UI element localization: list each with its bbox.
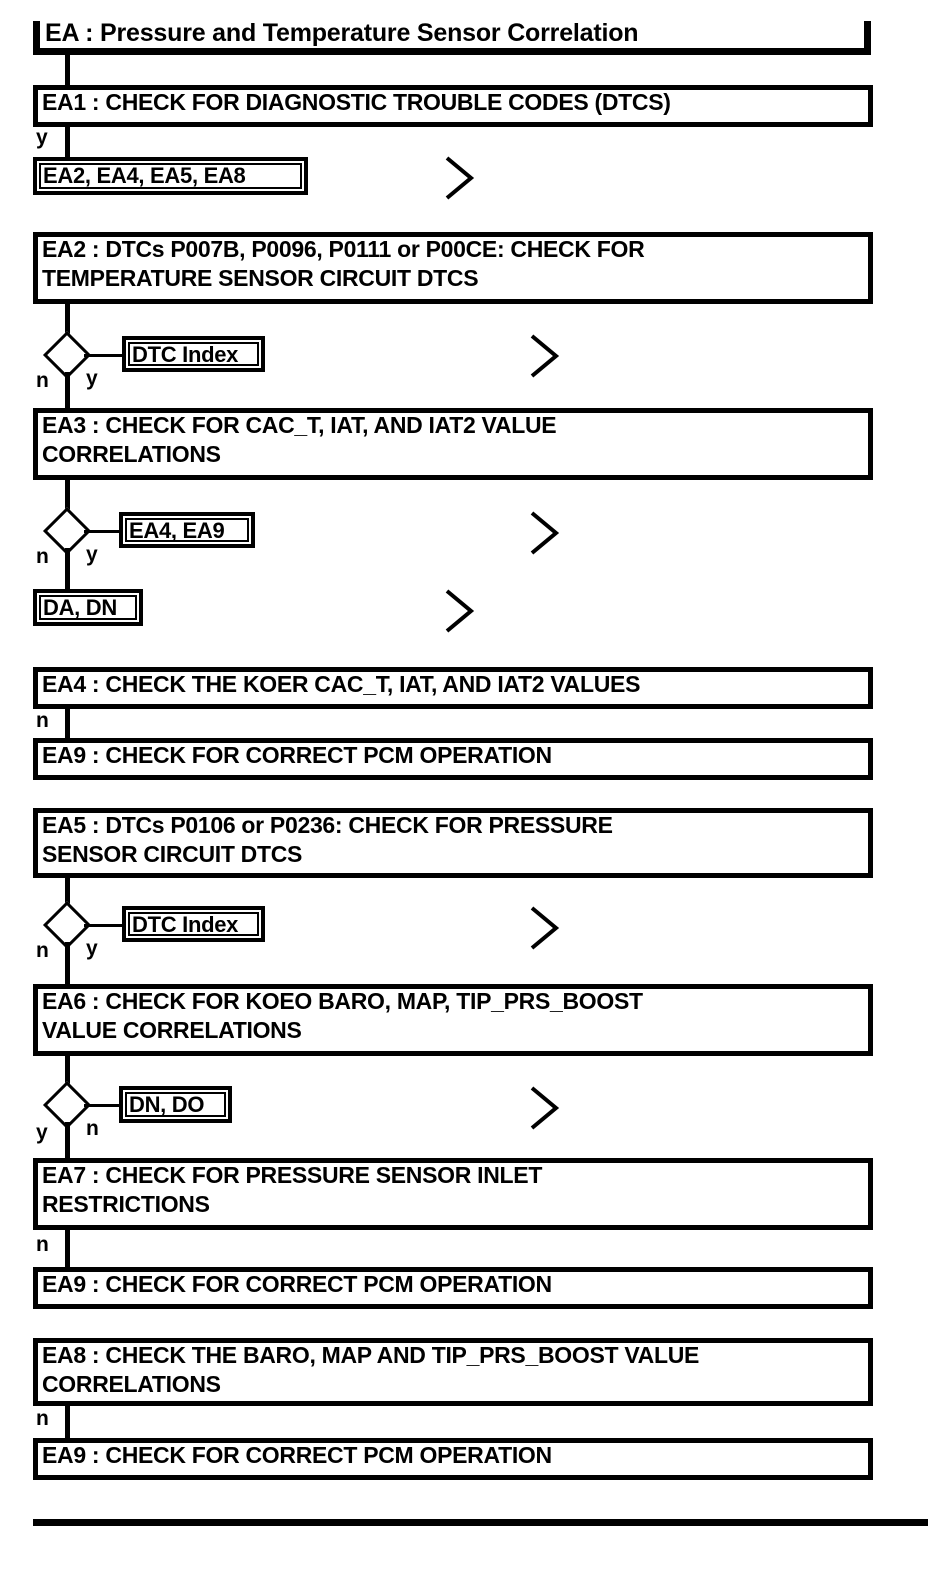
step-label-ea6: EA6 : CHECK FOR KOEO BARO, MAP, TIP_PRS_… (42, 988, 643, 1043)
page-bottom-rule (33, 1519, 928, 1526)
reference-box-da-dn[interactable]: DA, DN (33, 589, 143, 626)
connector-decision2-to-ref3 (84, 530, 120, 533)
step-label-ea3: EA3 : CHECK FOR CAC_T, IAT, AND IAT2 VAL… (42, 412, 557, 467)
connector-ea1-to-ref1 (65, 127, 70, 159)
step-box-ea8[interactable]: EA8 : CHECK THE BARO, MAP AND TIP_PRS_BO… (33, 1338, 873, 1406)
connector-ea6-to-decision4 (65, 1056, 70, 1088)
branch-label-ea7-no: n (36, 1233, 49, 1256)
branch-label-decision2-no: n (36, 545, 49, 568)
step-label-ea4: EA4 : CHECK THE KOER CAC_T, IAT, AND IAT… (42, 671, 641, 697)
connector-decision1-to-ref2 (84, 354, 124, 357)
step-label-ea9-a: EA9 : CHECK FOR CORRECT PCM OPERATION (42, 742, 552, 768)
reference-box-dn-do[interactable]: DN, DO (119, 1086, 232, 1123)
reference-label-1: EA2, EA4, EA5, EA8 (43, 163, 246, 188)
branch-label-decision3-no: n (36, 939, 49, 962)
step-box-ea3[interactable]: EA3 : CHECK FOR CAC_T, IAT, AND IAT2 VAL… (33, 408, 873, 480)
step-label-ea7: EA7 : CHECK FOR PRESSURE SENSOR INLET RE… (42, 1162, 543, 1217)
diagram-title-block: EA : Pressure and Temperature Sensor Cor… (33, 14, 871, 55)
step-label-ea9-c: EA9 : CHECK FOR CORRECT PCM OPERATION (42, 1442, 552, 1468)
connector-decision4-to-ea7 (65, 1122, 70, 1160)
connector-ea4-to-ea9a (65, 709, 70, 739)
connector-decision3-to-ea6 (65, 942, 70, 984)
goto-chevron-icon-4 (443, 588, 477, 634)
goto-chevron-icon-6 (528, 1085, 562, 1131)
goto-chevron-icon-5 (528, 905, 562, 951)
step-label-ea9-b: EA9 : CHECK FOR CORRECT PCM OPERATION (42, 1271, 552, 1297)
branch-label-decision4-no: n (86, 1117, 99, 1140)
branch-label-decision1-yes: y (86, 367, 98, 390)
connector-title-to-ea1 (65, 55, 70, 87)
reference-label-5: DTC Index (132, 912, 239, 937)
reference-label-2: DTC Index (132, 342, 239, 367)
step-label-ea2: EA2 : DTCs P007B, P0096, P0111 or P00CE:… (42, 236, 645, 291)
title-right-tick (864, 21, 871, 55)
reference-box-dtc-index-2[interactable]: DTC Index (122, 906, 265, 942)
reference-label-4: DA, DN (43, 595, 117, 620)
step-box-ea7[interactable]: EA7 : CHECK FOR PRESSURE SENSOR INLET RE… (33, 1158, 873, 1230)
reference-label-6: DN, DO (129, 1092, 205, 1117)
step-box-ea9-b[interactable]: EA9 : CHECK FOR CORRECT PCM OPERATION (33, 1267, 873, 1309)
connector-ea7-to-ea9b (65, 1230, 70, 1268)
branch-label-decision4-yes: y (36, 1121, 48, 1144)
step-box-ea6[interactable]: EA6 : CHECK FOR KOEO BARO, MAP, TIP_PRS_… (33, 984, 873, 1056)
step-box-ea2[interactable]: EA2 : DTCs P007B, P0096, P0111 or P00CE:… (33, 232, 873, 304)
step-box-ea9-c[interactable]: EA9 : CHECK FOR CORRECT PCM OPERATION (33, 1438, 873, 1480)
connector-ea2-to-decision1 (65, 304, 70, 340)
step-label-ea5: EA5 : DTCs P0106 or P0236: CHECK FOR PRE… (42, 812, 613, 867)
step-box-ea4[interactable]: EA4 : CHECK THE KOER CAC_T, IAT, AND IAT… (33, 667, 873, 709)
connector-decision4-to-ref6 (84, 1104, 120, 1107)
connector-decision3-to-ref5 (84, 924, 124, 927)
reference-label-3: EA4, EA9 (129, 518, 225, 543)
page-title: EA : Pressure and Temperature Sensor Cor… (45, 19, 639, 47)
connector-decision1-to-ea3 (65, 372, 70, 410)
branch-label-ea4-no: n (36, 709, 49, 732)
goto-chevron-icon-2 (528, 333, 562, 379)
reference-box-dtc-index-1[interactable]: DTC Index (122, 336, 265, 372)
reference-box-ea4-ea9[interactable]: EA4, EA9 (119, 512, 255, 548)
reference-box-ea2-ea4-ea5-ea8[interactable]: EA2, EA4, EA5, EA8 (33, 157, 308, 195)
connector-ea3-to-decision2 (65, 480, 70, 516)
step-box-ea9-a[interactable]: EA9 : CHECK FOR CORRECT PCM OPERATION (33, 738, 873, 780)
branch-label-ea8-no: n (36, 1407, 49, 1430)
branch-label-ea1-yes: y (36, 126, 48, 149)
step-box-ea1[interactable]: EA1 : CHECK FOR DIAGNOSTIC TROUBLE CODES… (33, 85, 873, 127)
branch-label-decision1-no: n (36, 369, 49, 392)
branch-label-decision2-yes: y (86, 543, 98, 566)
connector-ea5-to-decision3 (65, 878, 70, 910)
title-bottom-rule (33, 48, 871, 55)
goto-chevron-icon-1 (443, 155, 477, 201)
connector-ea8-to-ea9c (65, 1406, 70, 1439)
step-label-ea1: EA1 : CHECK FOR DIAGNOSTIC TROUBLE CODES… (42, 89, 671, 115)
step-box-ea5[interactable]: EA5 : DTCs P0106 or P0236: CHECK FOR PRE… (33, 808, 873, 878)
connector-decision2-to-ref4 (65, 548, 70, 590)
step-label-ea8: EA8 : CHECK THE BARO, MAP AND TIP_PRS_BO… (42, 1342, 700, 1397)
title-left-tick (33, 21, 40, 55)
goto-chevron-icon-3 (528, 510, 562, 556)
branch-label-decision3-yes: y (86, 937, 98, 960)
